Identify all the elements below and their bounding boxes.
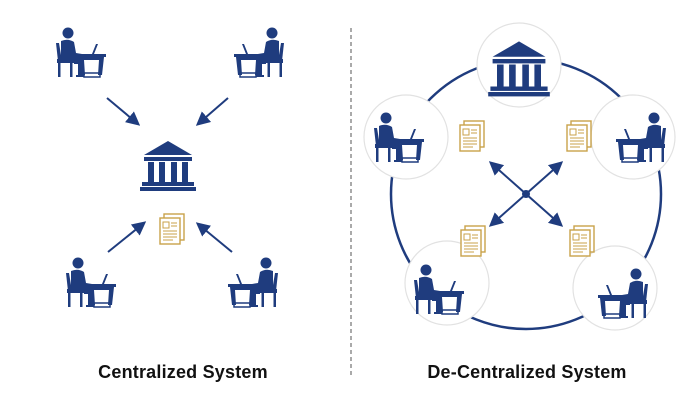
node-person bbox=[363, 94, 449, 180]
bank-building-icon bbox=[140, 141, 196, 191]
document-stack-icon bbox=[569, 225, 595, 257]
person-at-desk-icon bbox=[233, 26, 285, 78]
node-person bbox=[590, 94, 676, 180]
node-person bbox=[572, 245, 658, 331]
person-at-desk-icon bbox=[65, 256, 117, 308]
document-stack-icon bbox=[460, 225, 486, 257]
document-stack-icon bbox=[566, 120, 592, 152]
document-stack-icon bbox=[459, 120, 485, 152]
connection-arrow bbox=[488, 193, 527, 227]
arrow-to-center bbox=[195, 97, 229, 126]
connection-arrow bbox=[525, 193, 564, 227]
person-at-desk-icon bbox=[227, 256, 279, 308]
arrow-to-center bbox=[106, 97, 141, 126]
node-bank bbox=[476, 22, 562, 108]
decentralized-diagram bbox=[363, 22, 676, 331]
node-person bbox=[404, 240, 490, 326]
arrow-to-center bbox=[195, 222, 233, 253]
decentralized-system-label: De-Centralized System bbox=[427, 362, 627, 382]
centralized-diagram bbox=[55, 26, 285, 308]
document-stack-icon bbox=[159, 213, 185, 245]
connection-arrow bbox=[525, 161, 564, 195]
person-at-desk-icon bbox=[55, 26, 107, 78]
centralized-system-label: Centralized System bbox=[98, 362, 268, 382]
arrow-to-center bbox=[107, 221, 147, 253]
connection-arrow bbox=[488, 161, 527, 195]
